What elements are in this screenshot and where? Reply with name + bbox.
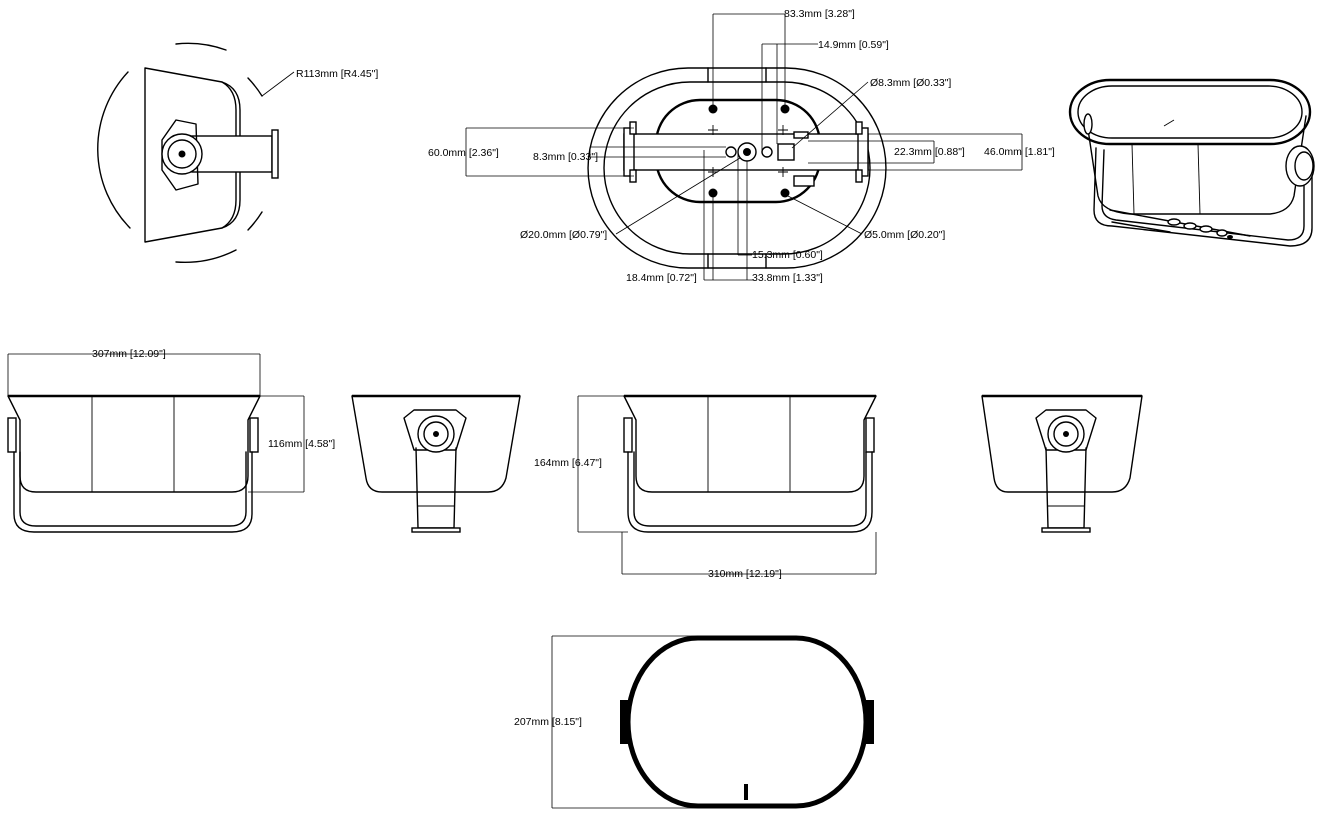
dim-5-dia: Ø5.0mm [Ø0.20"] bbox=[864, 229, 945, 241]
dim-310: 310mm [12.19"] bbox=[708, 568, 782, 580]
dim-46: 46.0mm [1.81"] bbox=[984, 146, 1055, 158]
dim-307: 307mm [12.09"] bbox=[92, 348, 166, 360]
dim-60: 60.0mm [2.36"] bbox=[428, 147, 499, 159]
front-view-164: 164mm [6.47"] 310mm [12.19"] bbox=[534, 394, 877, 580]
side-view-radius: R113mm [R4.45"] bbox=[97, 42, 378, 264]
dim-18-4: 18.4mm [0.72"] bbox=[626, 272, 697, 284]
side-view-2 bbox=[981, 394, 1143, 533]
side-view-1 bbox=[351, 394, 521, 533]
dim-15-3: 15.3mm [0.60"] bbox=[752, 249, 823, 261]
dim-8-3-dia: Ø8.3mm [Ø0.33"] bbox=[870, 77, 951, 89]
dim-r113: R113mm [R4.45"] bbox=[296, 68, 378, 80]
dim-20-dia: Ø20.0mm [Ø0.79"] bbox=[520, 229, 607, 241]
dim-116: 116mm [4.58"] bbox=[268, 438, 335, 450]
isometric-view bbox=[1068, 78, 1315, 247]
dim-207: 207mm [8.15"] bbox=[514, 716, 582, 728]
dim-8-3: 8.3mm [0.33"] bbox=[533, 151, 598, 163]
mounting-view: 83.3mm [3.28"] 14.9mm [0.59"] Ø8.3mm [Ø0… bbox=[428, 8, 1055, 284]
dim-14-9: 14.9mm [0.59"] bbox=[818, 39, 889, 51]
dim-22-3: 22.3mm [0.88"] bbox=[894, 146, 965, 158]
top-view-207: 207mm [8.15"] bbox=[514, 635, 874, 809]
dim-33-8: 33.8mm [1.33"] bbox=[752, 272, 823, 284]
dim-83-3: 83.3mm [3.28"] bbox=[784, 8, 855, 20]
front-view-307: 307mm [12.09"] 116mm [4.58"] bbox=[7, 348, 335, 533]
dim-164: 164mm [6.47"] bbox=[534, 457, 602, 469]
